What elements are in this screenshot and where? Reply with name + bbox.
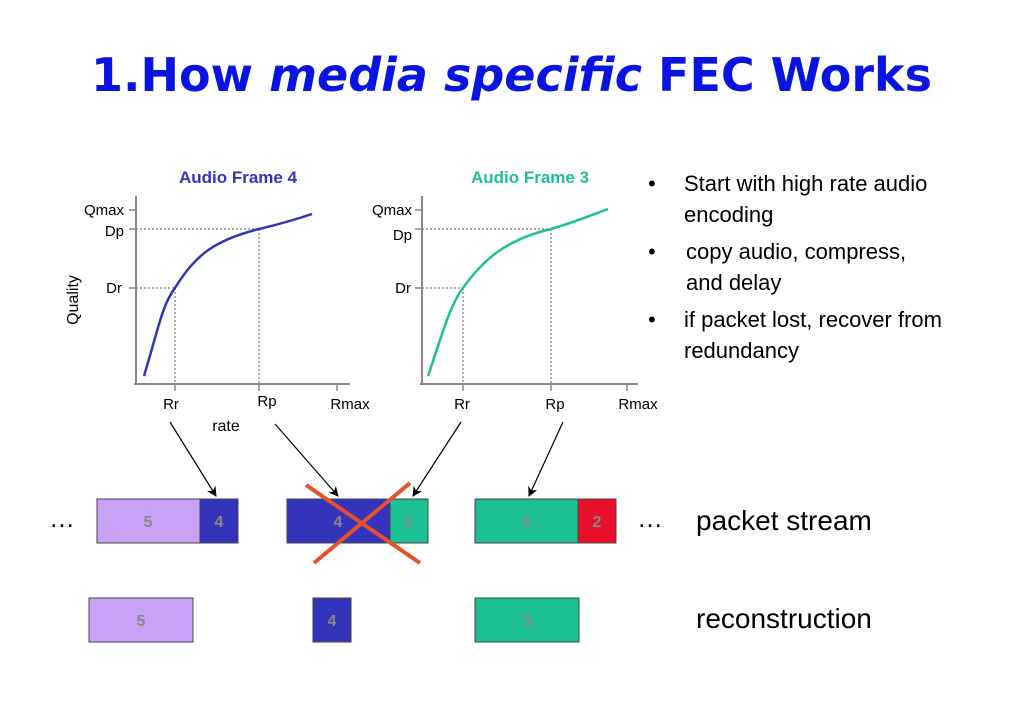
bullet-text: Start with high rate audio encoding bbox=[684, 171, 928, 227]
reconstruction-frame-5 bbox=[88, 597, 194, 643]
packet-3-frame-3-label: 3 bbox=[522, 514, 531, 531]
bullet-dot: • bbox=[648, 171, 656, 196]
packet-1-frame-5-label: 5 bbox=[144, 514, 153, 531]
packet-3-frame-2-label: 2 bbox=[593, 514, 602, 531]
reconstruction-frame-3-label: 3 bbox=[523, 613, 532, 630]
graph-left-ylabel: Quality bbox=[65, 275, 82, 325]
graph-right-ytick-dr: Dr bbox=[395, 280, 411, 297]
bullet-text: if packet lost, recover from redundancy bbox=[684, 307, 942, 363]
graph-left-quality-curve bbox=[142, 212, 313, 377]
bullet-item: • Start with high rate audio encoding bbox=[646, 168, 946, 230]
packet-3-frame-2 bbox=[577, 498, 617, 544]
bullet-list: • Start with high rate audio encoding • co… bbox=[646, 168, 946, 372]
graph-left-xtick-rmax: Rmax bbox=[330, 396, 370, 413]
reconstruction-frame-4-label: 4 bbox=[328, 613, 337, 630]
graph-left-ytick-qmax: Qmax bbox=[84, 202, 125, 219]
packet-1-frame-4 bbox=[199, 498, 239, 544]
reconstruction-label: reconstruction bbox=[696, 603, 872, 634]
graph-right-ytick-dp: Dp bbox=[393, 227, 412, 244]
packet-3: 3 2 bbox=[474, 498, 617, 544]
packet-1-frame-4-label: 4 bbox=[215, 514, 224, 531]
graph-right-xtick-rmax: Rmax bbox=[618, 396, 658, 413]
graph-left-xlabel: rate bbox=[212, 418, 240, 435]
packet-3-frame-3 bbox=[474, 498, 579, 544]
arrow-right-rr bbox=[412, 421, 462, 497]
bullet-item: • if packet lost, recover from redundancy bbox=[646, 304, 946, 366]
bullet-item: • copy audio, compress, and delay bbox=[646, 236, 946, 298]
graph-right-ytick-qmax: Qmax bbox=[372, 202, 413, 219]
graph-right-title: Audio Frame 3 bbox=[471, 168, 589, 187]
graph-left-ytick-dp: Dp bbox=[105, 223, 124, 240]
reconstruction: 5 4 3 bbox=[88, 597, 580, 643]
graph-right-xtick-rr: Rr bbox=[454, 396, 470, 413]
graph-right-quality-curve bbox=[426, 207, 609, 377]
mapping-arrows bbox=[169, 421, 564, 497]
graph-right: Audio Frame 3 Qmax Dp Dr Rr Rp Rmax bbox=[372, 168, 658, 413]
reconstruction-frame-4 bbox=[312, 597, 352, 643]
packet-2-frame-4-label: 4 bbox=[334, 514, 343, 531]
packet-2-frame-3 bbox=[389, 498, 429, 544]
title-part-1: 1.How bbox=[91, 48, 270, 102]
packet-2: 4 3 bbox=[286, 481, 429, 565]
ellipsis-left: … bbox=[49, 503, 75, 533]
ellipsis-right: … bbox=[637, 503, 663, 533]
reconstruction-frame-3 bbox=[474, 597, 580, 643]
bullet-text: copy audio, compress, and delay bbox=[686, 239, 907, 295]
graph-left-title: Audio Frame 4 bbox=[179, 168, 298, 187]
slide-title: 1.How media specific FEC Works bbox=[0, 48, 1023, 102]
packet-stream-label: packet stream bbox=[696, 505, 872, 536]
graph-left-xtick-rr: Rr bbox=[163, 396, 179, 413]
packet-stream: … 5 4 4 3 3 2 … bbox=[49, 481, 663, 565]
graph-left-ytick-dr: Dr bbox=[106, 280, 122, 297]
graph-left: Audio Frame 4 Qmax Dp Dr Quality Rr Rp R… bbox=[65, 168, 370, 435]
bullet-dot: • bbox=[648, 239, 656, 264]
title-part-2: media specific bbox=[269, 48, 642, 102]
reconstruction-frame-5-label: 5 bbox=[137, 613, 146, 630]
arrow-left-rr bbox=[169, 421, 217, 497]
packet-2-frame-3-label: 3 bbox=[404, 514, 413, 531]
lost-packet-cross bbox=[312, 481, 412, 565]
title-part-3: FEC Works bbox=[642, 48, 932, 102]
bullet-dot: • bbox=[648, 307, 656, 332]
graph-right-xtick-rp: Rp bbox=[545, 396, 564, 413]
arrow-left-rp bbox=[274, 423, 339, 497]
graph-left-xtick-rp: Rp bbox=[257, 393, 276, 410]
arrow-right-rp bbox=[528, 421, 564, 497]
packet-1: 5 4 bbox=[96, 498, 239, 544]
